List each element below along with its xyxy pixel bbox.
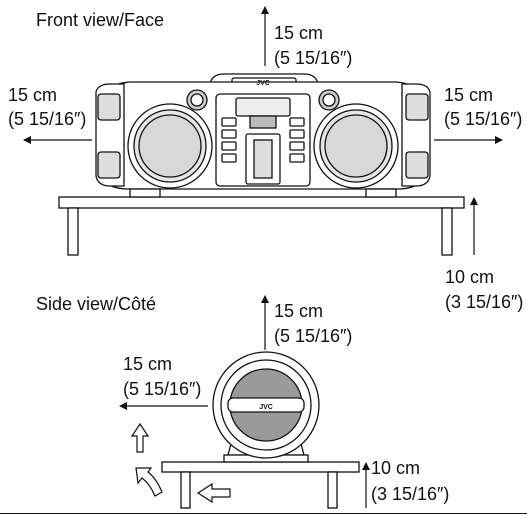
front-bottom-clearance-in: (3 15/16″)	[445, 292, 524, 312]
front-bottom-clearance-cm: 10 cm	[445, 267, 495, 287]
front-view-title: Front view/Face	[36, 10, 165, 30]
side-bottom-clearance-in: (3 15/16″)	[371, 484, 450, 504]
side-view-title: Side view/Côté	[36, 294, 157, 314]
front-top-clearance-in: (5 15/16″)	[274, 48, 353, 68]
bottom-rule	[0, 513, 527, 514]
front-brand-logo: JVC	[256, 80, 270, 87]
front-top-clearance-cm: 15 cm	[274, 23, 324, 43]
side-top-clearance-in: (5 15/16″)	[274, 326, 353, 346]
airflow-up-arrow	[130, 422, 150, 453]
front-shelf	[58, 196, 465, 256]
side-boombox	[212, 351, 320, 463]
side-back-clearance-cm: 15 cm	[123, 354, 173, 374]
side-brand-logo: JVC	[259, 404, 273, 411]
front-right-clearance-cm: 15 cm	[444, 85, 494, 105]
airflow-left-arrow	[196, 482, 231, 504]
front-left-clearance-cm: 15 cm	[8, 85, 58, 105]
side-top-clearance-cm: 15 cm	[274, 301, 324, 321]
front-left-clearance-in: (5 15/16″)	[8, 109, 87, 129]
front-right-clearance-in: (5 15/16″)	[444, 109, 523, 129]
side-back-clearance-in: (5 15/16″)	[123, 379, 202, 399]
front-boombox	[95, 73, 431, 198]
side-bottom-clearance-cm: 10 cm	[371, 458, 421, 478]
airflow-curve-arrow	[135, 467, 163, 497]
side-shelf	[161, 461, 360, 509]
